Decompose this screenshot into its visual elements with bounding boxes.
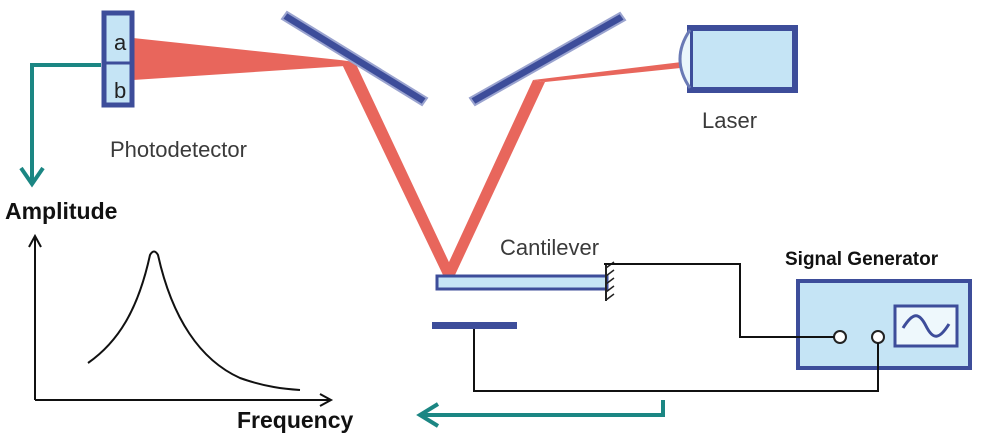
reflected-beam-cone [133,38,345,80]
signal-arrows [19,63,665,428]
photodetector-body [101,10,135,108]
arrow-generator-to-frequency [420,400,665,417]
segment-b-label: b [114,78,126,103]
output-terminal-2 [871,330,885,344]
wires [473,263,879,392]
resonance-curve [87,250,301,391]
signal-generator-label: Signal Generator [785,249,939,270]
cantilever-label: Cantilever [500,235,599,260]
cantilever [435,274,609,291]
mirrors [280,10,627,107]
wire-sample-to-generator [473,329,879,392]
left-mirror [280,10,429,107]
y-axis-arrowhead [28,233,42,248]
laser-label: Laser [702,108,757,133]
beam-cantilever-to-mirror [443,80,545,275]
laser-body [687,25,798,93]
photodetector-label: Photodetector [110,137,247,162]
output-terminal-1 [833,330,847,344]
x-axis-arrowhead [319,393,334,407]
resonance-plot: Amplitude Frequency [5,198,354,433]
sample-plate [432,322,517,329]
arrow-head-down [19,166,45,188]
cantilever-assembly: Cantilever [432,235,615,329]
laser: Laser [678,25,798,133]
wire-cantilever-to-generator [604,263,834,338]
right-mirror [468,11,627,107]
arrow-photodetector-to-plot [30,63,101,183]
segment-a-label: a [114,30,127,55]
laser-beam [133,38,690,275]
beam-laser-to-mirror [533,61,690,82]
photodetector: a b Photodetector [101,10,247,162]
laser-lens [678,29,692,89]
sine-wave-icon [901,314,951,338]
signal-generator: Signal Generator [785,249,972,370]
frequency-label: Frequency [237,407,354,433]
beam-mirror-to-cantilever [340,60,455,275]
hatch-marks [605,261,615,301]
arrow-head-left [416,402,440,428]
amplitude-label: Amplitude [5,198,117,224]
